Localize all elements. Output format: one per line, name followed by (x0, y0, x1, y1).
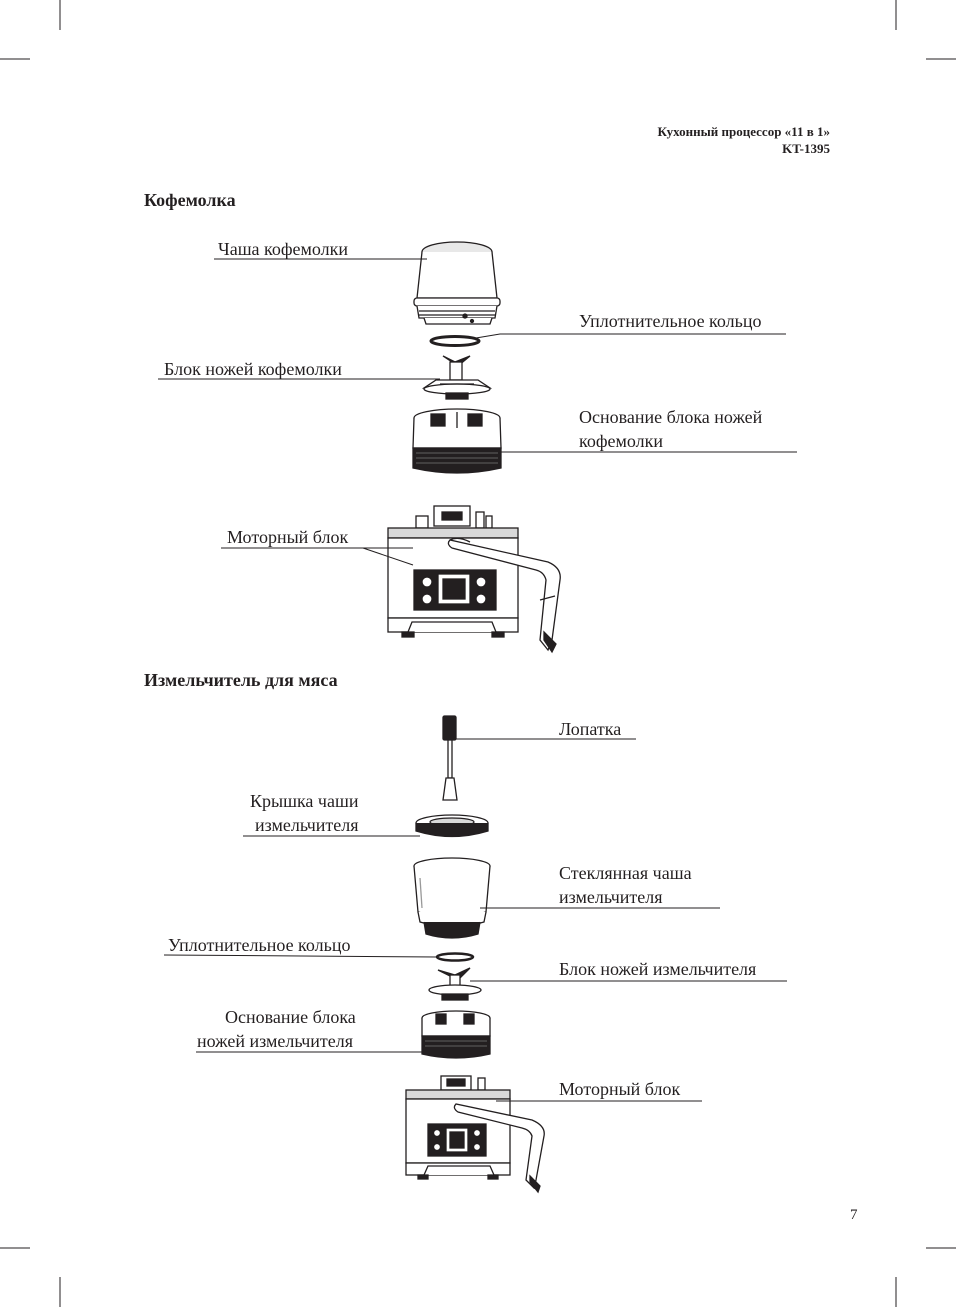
label-grinder-bowl: Чаша кофемолки (218, 239, 349, 259)
section-title-meat-chopper: Измельчитель для мяса (144, 670, 338, 690)
lid-drawing (415, 814, 489, 838)
leader-motor-1b (362, 547, 414, 566)
label-grinder-base-line1: Основание блока ножей (579, 407, 763, 427)
label-seal-ring-2: Уплотнительное кольцо (168, 935, 351, 955)
label-chopper-base-line1: Основание блока (225, 1007, 356, 1027)
label-grinder-blade: Блок ножей кофемолки (164, 359, 342, 379)
header-model: KT-1395 (782, 141, 830, 156)
label-spatula: Лопатка (559, 719, 622, 739)
chopper-base-drawing (421, 1010, 491, 1059)
label-chopper-blade: Блок ножей измельчителя (559, 959, 757, 979)
label-lid-line2: измельчителя (255, 815, 359, 835)
grinder-base-drawing (412, 408, 502, 474)
motor-block-2-drawing (405, 1075, 545, 1194)
label-glass-bowl-line2: измельчителя (559, 887, 663, 907)
label-chopper-base-line2: ножей измельчителя (197, 1031, 353, 1051)
label-lid-line1: Крышка чаши (250, 791, 359, 811)
chopper-blade-drawing (428, 967, 482, 1001)
label-glass-bowl-line1: Стеклянная чаша (559, 863, 692, 883)
grinder-blade-drawing (421, 355, 493, 400)
leader-seal-2 (163, 954, 438, 958)
page-number: 7 (850, 1207, 858, 1223)
seal-ring-2-drawing (435, 952, 475, 962)
motor-block-1-drawing (387, 505, 561, 654)
section-title-coffee-grinder: Кофемолка (144, 190, 236, 210)
label-grinder-base-line2: кофемолки (579, 431, 663, 451)
leader-seal-1 (475, 333, 786, 339)
label-seal-ring-1: Уплотнительное кольцо (579, 311, 762, 331)
seal-ring-drawing (429, 335, 481, 347)
label-motor-block-1: Моторный блок (227, 527, 349, 547)
spatula-drawing (442, 715, 458, 801)
header-title: Кухонный процессор «11 в 1» (657, 124, 830, 139)
grinder-bowl-drawing (413, 241, 501, 325)
glass-bowl-drawing (413, 857, 491, 939)
label-motor-block-2: Моторный блок (559, 1079, 681, 1099)
